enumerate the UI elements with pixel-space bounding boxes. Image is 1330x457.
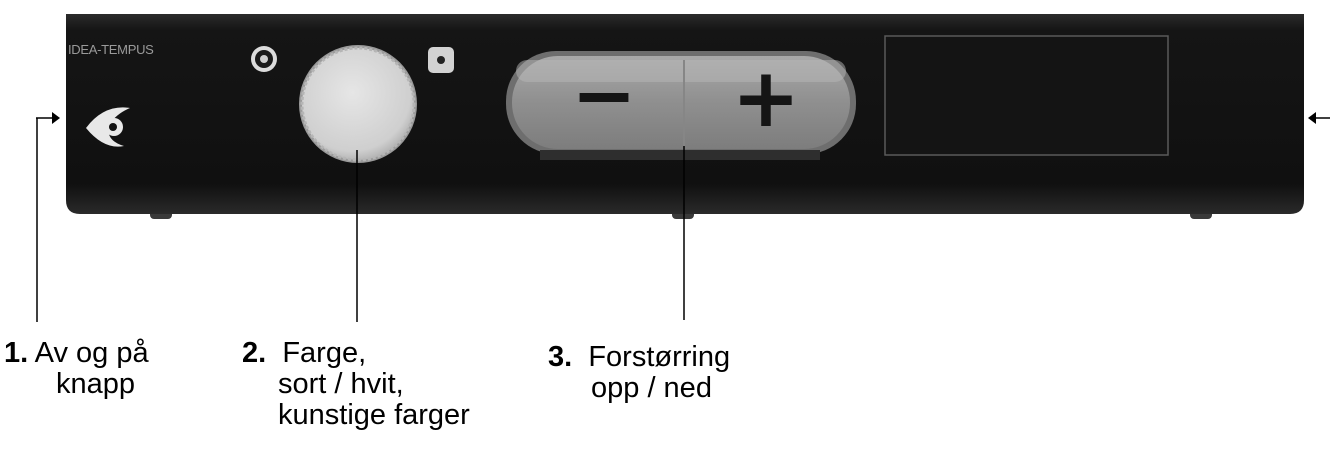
right-side-arrow xyxy=(1308,112,1330,124)
callout-text: Farge, xyxy=(282,337,367,369)
callout-power: 1. Av og på knapp xyxy=(4,338,149,400)
callout-color: 2. Farge, sort / hvit, kunstige farger xyxy=(242,338,470,431)
callout-text: Forstørring xyxy=(588,341,731,373)
eye-logo xyxy=(86,107,130,147)
callout-text: knapp xyxy=(56,368,136,400)
callout-number: 2. xyxy=(242,337,267,369)
zoom-rocker[interactable] xyxy=(506,51,856,160)
zoom-in-symbol[interactable]: + xyxy=(732,51,801,146)
callout-text: opp / ned xyxy=(591,372,712,404)
callout-text: kunstige farger xyxy=(278,399,470,431)
display-window xyxy=(884,35,1169,156)
zoom-out-symbol[interactable]: − xyxy=(571,51,636,141)
left-side-arrow xyxy=(36,112,60,124)
callout-number: 1. xyxy=(4,337,29,369)
callout-zoom: 3. Forstørring opp / ned xyxy=(548,342,730,404)
color-knob[interactable] xyxy=(299,45,417,163)
usb-port xyxy=(428,47,454,73)
brand-label: IDEA-TEMPUS xyxy=(68,42,154,57)
callout-text: Av og på xyxy=(34,337,149,369)
callout-text: sort / hvit, xyxy=(278,368,404,400)
callout-number: 3. xyxy=(548,341,573,373)
power-jack xyxy=(251,46,277,72)
